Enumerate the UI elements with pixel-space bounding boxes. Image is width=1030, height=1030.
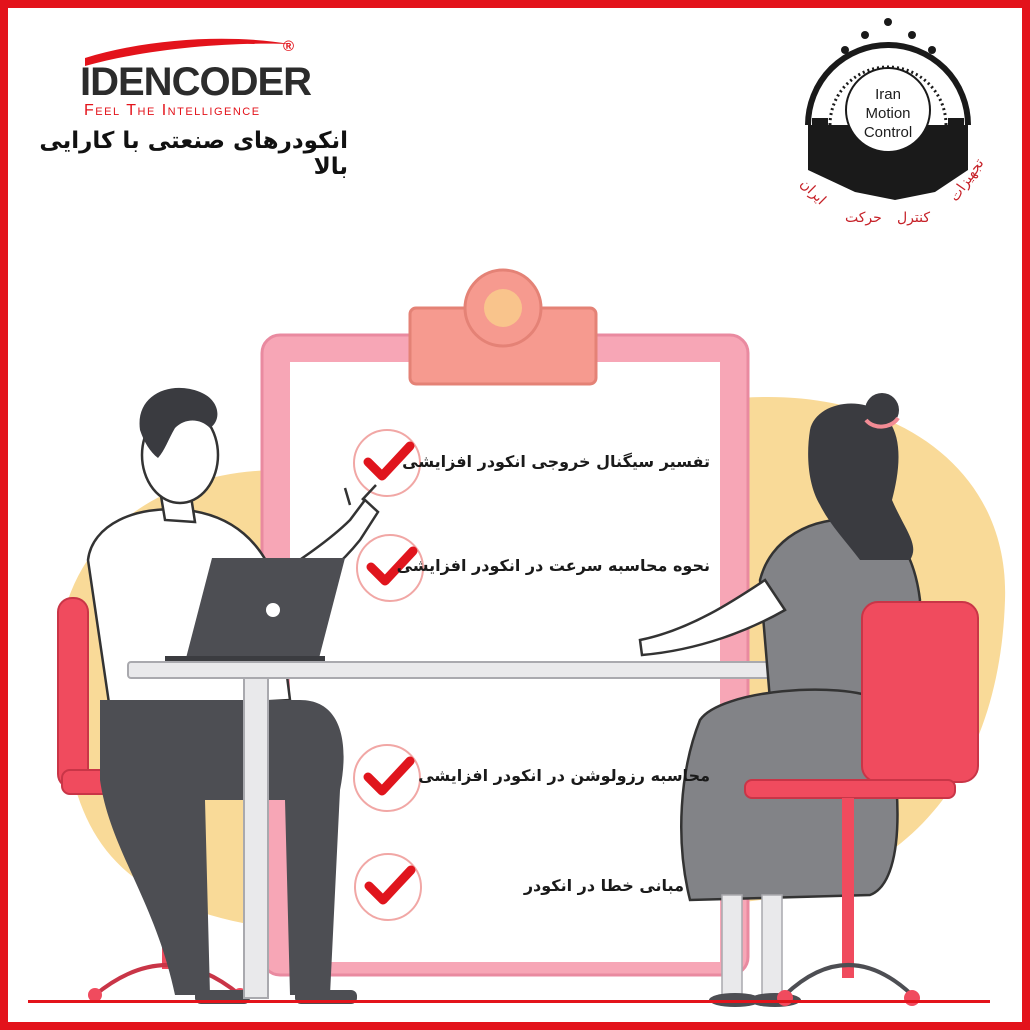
checklist-item-3: محاسبه رزولوشن در انکودر افزایشی bbox=[418, 766, 710, 785]
seal-line-2: Motion bbox=[865, 105, 910, 122]
checklist-item-1: تفسیر سیگنال خروجی انکودر افزایشی bbox=[402, 452, 710, 471]
check-icon bbox=[354, 853, 422, 921]
check-icon bbox=[356, 534, 424, 602]
seal-line-1: Iran bbox=[875, 86, 901, 103]
seal-line-3: Control bbox=[864, 124, 912, 141]
seal-fa-word-2: کنترل bbox=[897, 210, 930, 226]
checklist-item-2: نحوه محاسبه سرعت در انکودر افزایشی bbox=[396, 556, 710, 575]
check-icon bbox=[353, 744, 421, 812]
seal-fa-word-4: ایران bbox=[797, 176, 829, 208]
registered-mark: ® bbox=[283, 38, 295, 55]
gear-seal-icon bbox=[805, 18, 971, 200]
seal-fa-word-3: حرکت bbox=[845, 210, 882, 226]
floor-line bbox=[28, 1000, 990, 1003]
check-icon bbox=[353, 429, 421, 497]
checklist-item-4: مبانی خطا در انکودر bbox=[523, 876, 684, 895]
brand-subtitle: انکودرهای صنعتی با کارایی بالا bbox=[39, 128, 348, 180]
right-chair bbox=[744, 601, 979, 1006]
brand-wordmark: IDENCODER bbox=[80, 60, 312, 104]
brand-swoosh bbox=[85, 38, 290, 66]
laptop-icon bbox=[165, 558, 345, 664]
brand-tagline: Feel The Intelligence bbox=[84, 102, 261, 119]
